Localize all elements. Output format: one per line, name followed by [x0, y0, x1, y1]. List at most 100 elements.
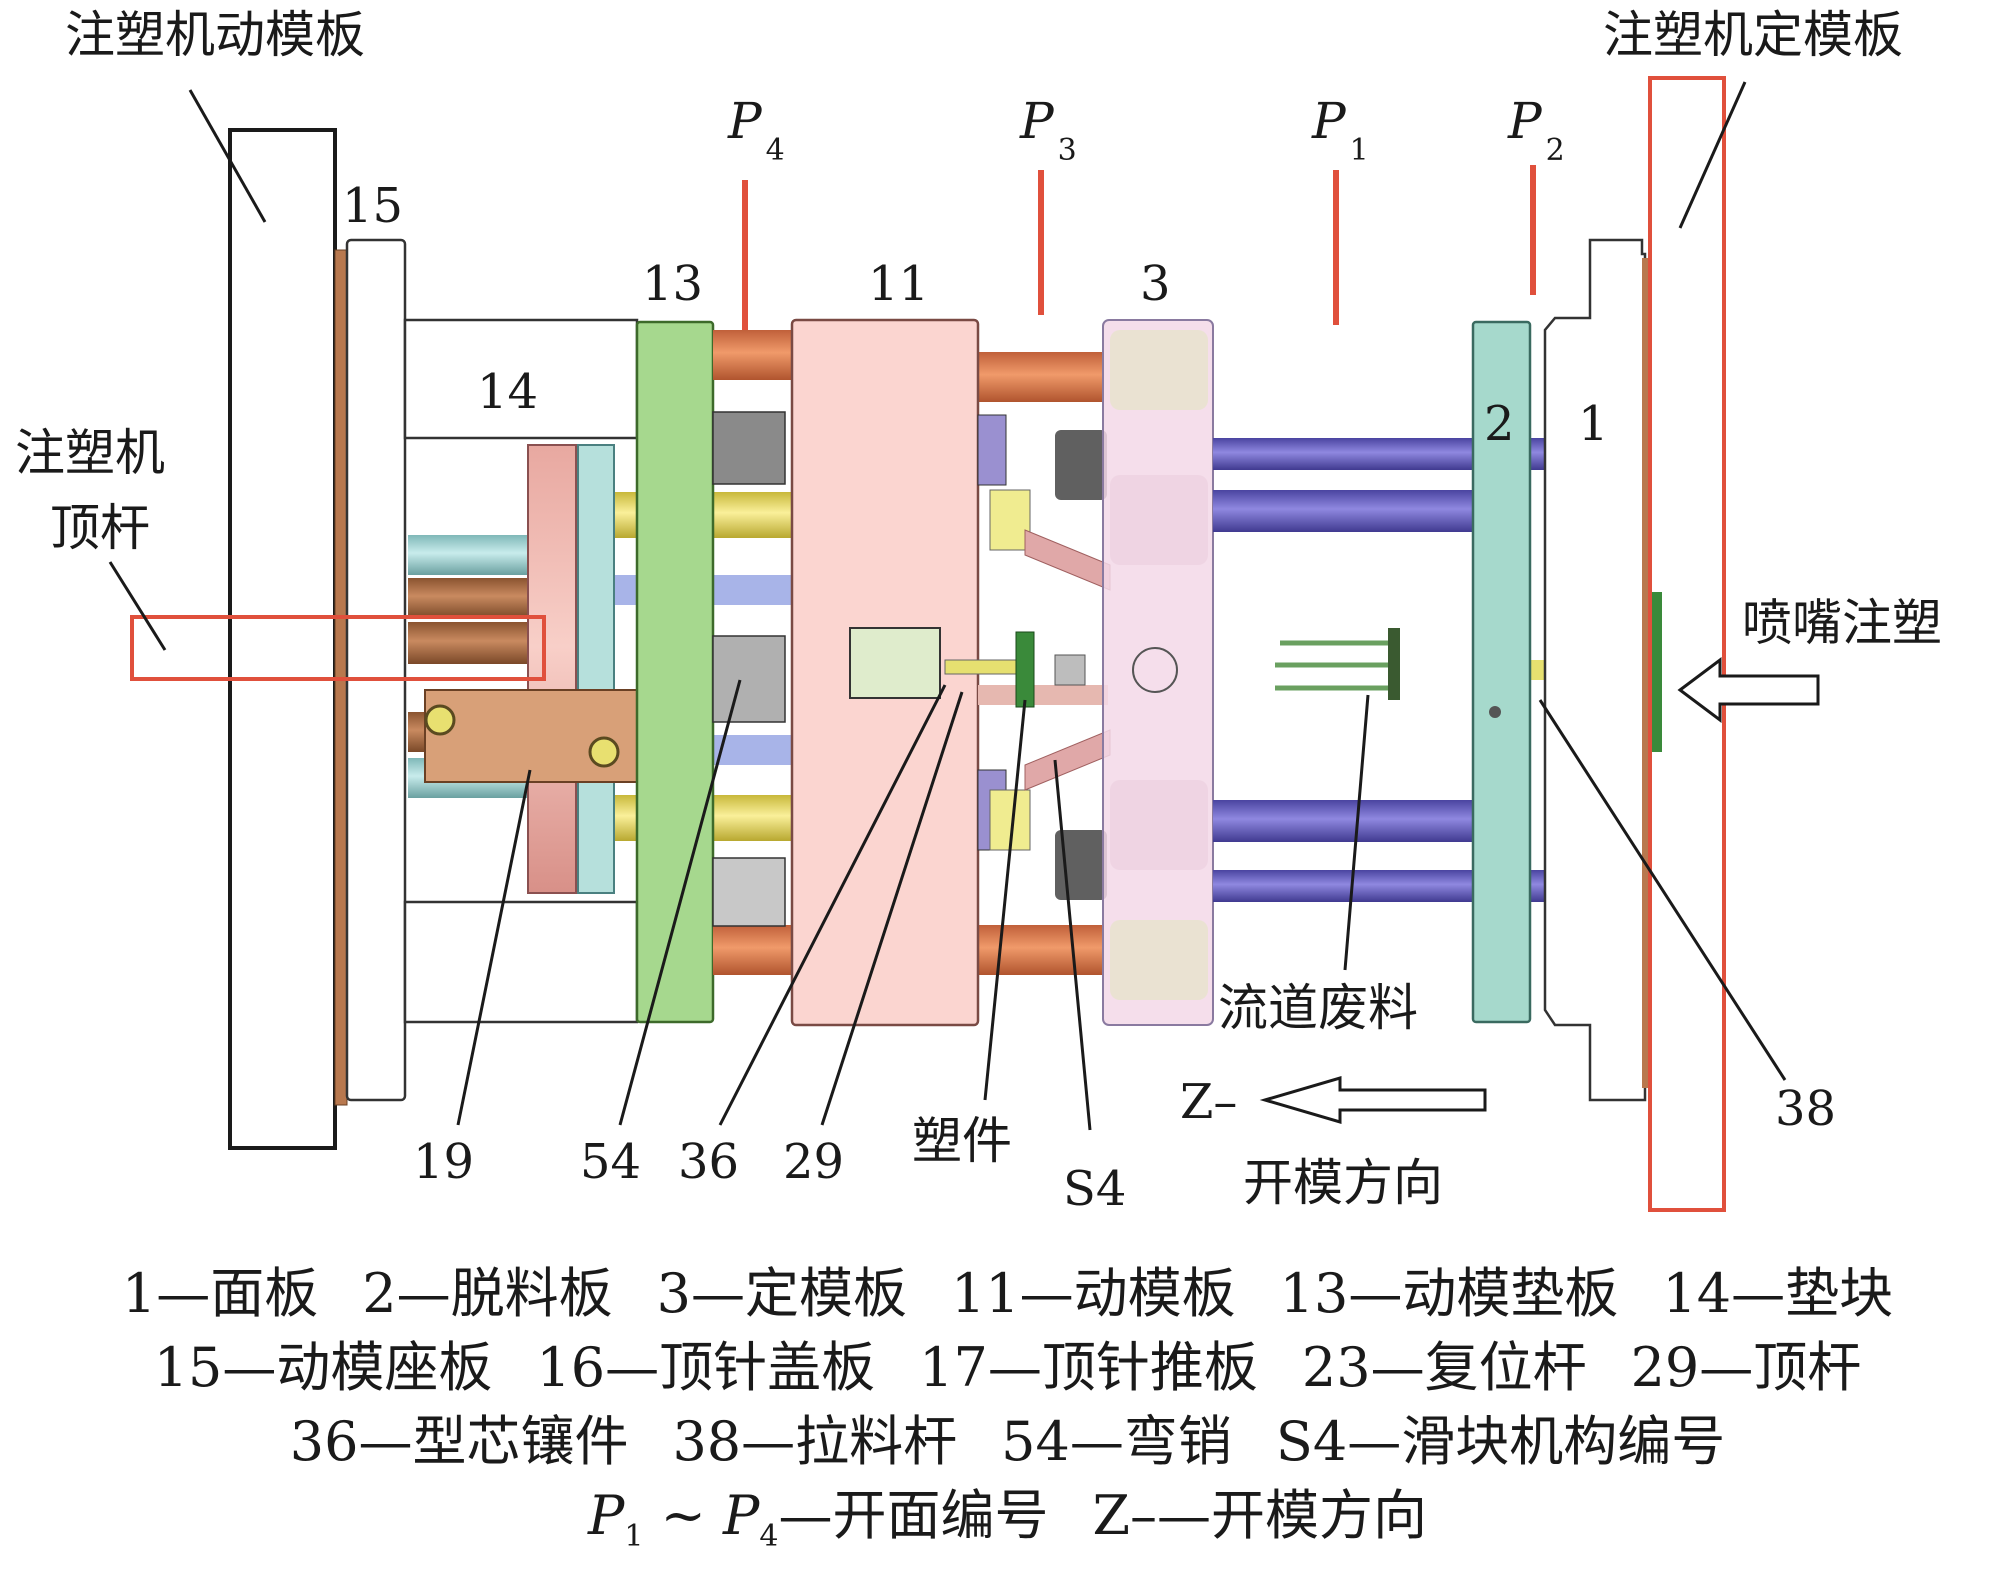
- legend-item: P1 ~ P4—开面编号: [588, 1484, 1049, 1554]
- gate-ring: [1132, 647, 1178, 693]
- moving-platen-leader: [188, 89, 267, 223]
- parting-label-p1: P1: [1311, 92, 1369, 168]
- gray-block: [712, 857, 786, 927]
- plate-3-band: [1110, 920, 1208, 1000]
- ejector-plate-pink: [527, 444, 577, 894]
- yellow-stub: [989, 489, 1031, 551]
- part-number-14: 14: [477, 364, 538, 420]
- fixed-platen-label: 注塑机定模板: [1603, 6, 1903, 64]
- orange-guide-rod: [713, 925, 793, 975]
- brown-rod-2: [408, 622, 528, 664]
- parting-label-p2: P2: [1507, 92, 1565, 168]
- legend-item: 16—顶针盖板: [536, 1336, 876, 1399]
- part-number-11: 11: [868, 256, 929, 312]
- purple-guide-rod: [1213, 800, 1473, 842]
- parting-label-p3: P3: [1019, 92, 1077, 168]
- purple-guide-rod: [1213, 438, 1473, 470]
- nozzle-tip: [1054, 654, 1086, 686]
- part-number-29: 29: [783, 1134, 844, 1190]
- fixed-platen: [1648, 76, 1726, 1212]
- bracket-19: [424, 689, 638, 783]
- part-number-36: 36: [678, 1134, 739, 1190]
- plastic-part: [1015, 631, 1035, 708]
- legend-item: 17—顶针推板: [919, 1336, 1258, 1399]
- legend-item: 38—拉料杆: [672, 1410, 958, 1473]
- runner-waste: [1275, 628, 1400, 700]
- parting-label-p4: P4: [727, 92, 785, 168]
- nozzle-label: 喷嘴注塑: [1742, 594, 1942, 652]
- ejector-plate-teal: [577, 444, 615, 894]
- leader-s4: [1053, 759, 1092, 1131]
- moving-platen: [228, 128, 337, 1150]
- plate-3: [1102, 319, 1214, 1026]
- plate-2: [1471, 320, 1532, 1024]
- leader-19: [456, 769, 532, 1126]
- fixed-platen-leader: [1678, 81, 1747, 229]
- part-number-13: 13: [642, 256, 703, 312]
- angle-pin: [1024, 529, 1111, 591]
- part-number-19: 19: [413, 1134, 474, 1190]
- leader-plastic-part: [983, 699, 1027, 1101]
- legend-item: 15—动模座板: [153, 1336, 493, 1399]
- brown-rod-1: [408, 578, 528, 618]
- teal-rod-1: [408, 535, 528, 575]
- moving-platen-label: 注塑机动模板: [65, 6, 365, 64]
- z-minus-label: Z–: [1180, 1074, 1237, 1130]
- leader-54: [618, 679, 742, 1126]
- legend-item: 54—弯销: [1001, 1410, 1232, 1473]
- plate-15-seat: [345, 238, 407, 1102]
- gray-block: [712, 411, 786, 485]
- legend-item: 13—动模垫板: [1279, 1262, 1619, 1325]
- mold-diagram: 注塑机动模板 注塑机定模板 注塑机 顶杆 喷嘴注塑 流道废料 塑件 开模方向 Z…: [15, 6, 1942, 1217]
- plate-1: [1543, 238, 1647, 1102]
- legend-item: 3—定模板: [656, 1262, 907, 1325]
- spacer-block-bottom: [403, 900, 639, 1024]
- core-insert-36: [849, 627, 941, 699]
- bolt-icon: [588, 736, 620, 768]
- part-number-3: 3: [1140, 256, 1171, 312]
- legend-row-2: 15—动模座板 16—顶针盖板 17—顶针推板 23—复位杆 29—顶杆: [0, 1331, 2015, 1405]
- copper-strip-right: [1642, 258, 1652, 1088]
- purple-guide-rod: [1213, 870, 1473, 902]
- plate-3-band: [1110, 780, 1208, 870]
- ejector-pin-29: [944, 659, 1021, 675]
- leader-36: [718, 684, 947, 1126]
- ejector-leader: [108, 561, 167, 651]
- legend-item: 29—顶杆: [1630, 1336, 1862, 1399]
- leader-29: [820, 691, 964, 1126]
- machine-ejector-frame: [130, 615, 546, 681]
- part-number-38: 38: [1775, 1081, 1836, 1137]
- purple-guide-rod: [1213, 490, 1473, 532]
- part-number-1: 1: [1578, 396, 1609, 452]
- legend-item: 23—复位杆: [1301, 1336, 1587, 1399]
- runner-waste-label: 流道废料: [1218, 979, 1418, 1037]
- legend-item: Z–—开模方向: [1092, 1484, 1427, 1547]
- slider-block: [977, 414, 1007, 486]
- plastic-part-label: 塑件: [912, 1112, 1012, 1170]
- legend-item: S4—滑块机构编号: [1275, 1410, 1726, 1473]
- orange-guide-rod: [978, 352, 1103, 402]
- opening-direction-label: 开模方向: [1243, 1154, 1443, 1212]
- orange-guide-rod: [713, 330, 793, 380]
- nozzle-ring: [1652, 592, 1662, 752]
- spacer-block-top: [403, 318, 639, 440]
- plate-3-band: [1110, 475, 1208, 565]
- pull-rod: [978, 685, 1108, 705]
- gray-block: [712, 635, 786, 723]
- angle-pin: [1024, 729, 1111, 791]
- part-number-54: 54: [580, 1134, 641, 1190]
- leader-runner: [1343, 694, 1370, 971]
- legend-item: 11—动模板: [950, 1262, 1236, 1325]
- plate-3-band: [1110, 330, 1208, 410]
- direction-arrow-icon: [1259, 1075, 1487, 1125]
- ejector-rod-label-1: 注塑机: [15, 424, 165, 482]
- legend-item: 14—垫块: [1662, 1262, 1894, 1325]
- ejector-rod-label-2: 顶杆: [50, 499, 150, 557]
- legend-row-4: P1 ~ P4—开面编号 Z–—开模方向: [0, 1479, 2015, 1574]
- bolt-icon: [424, 704, 456, 736]
- legend-item: 1—面板: [121, 1262, 319, 1325]
- angle-pin-block: [1055, 430, 1107, 500]
- pin-dot: [1489, 706, 1501, 718]
